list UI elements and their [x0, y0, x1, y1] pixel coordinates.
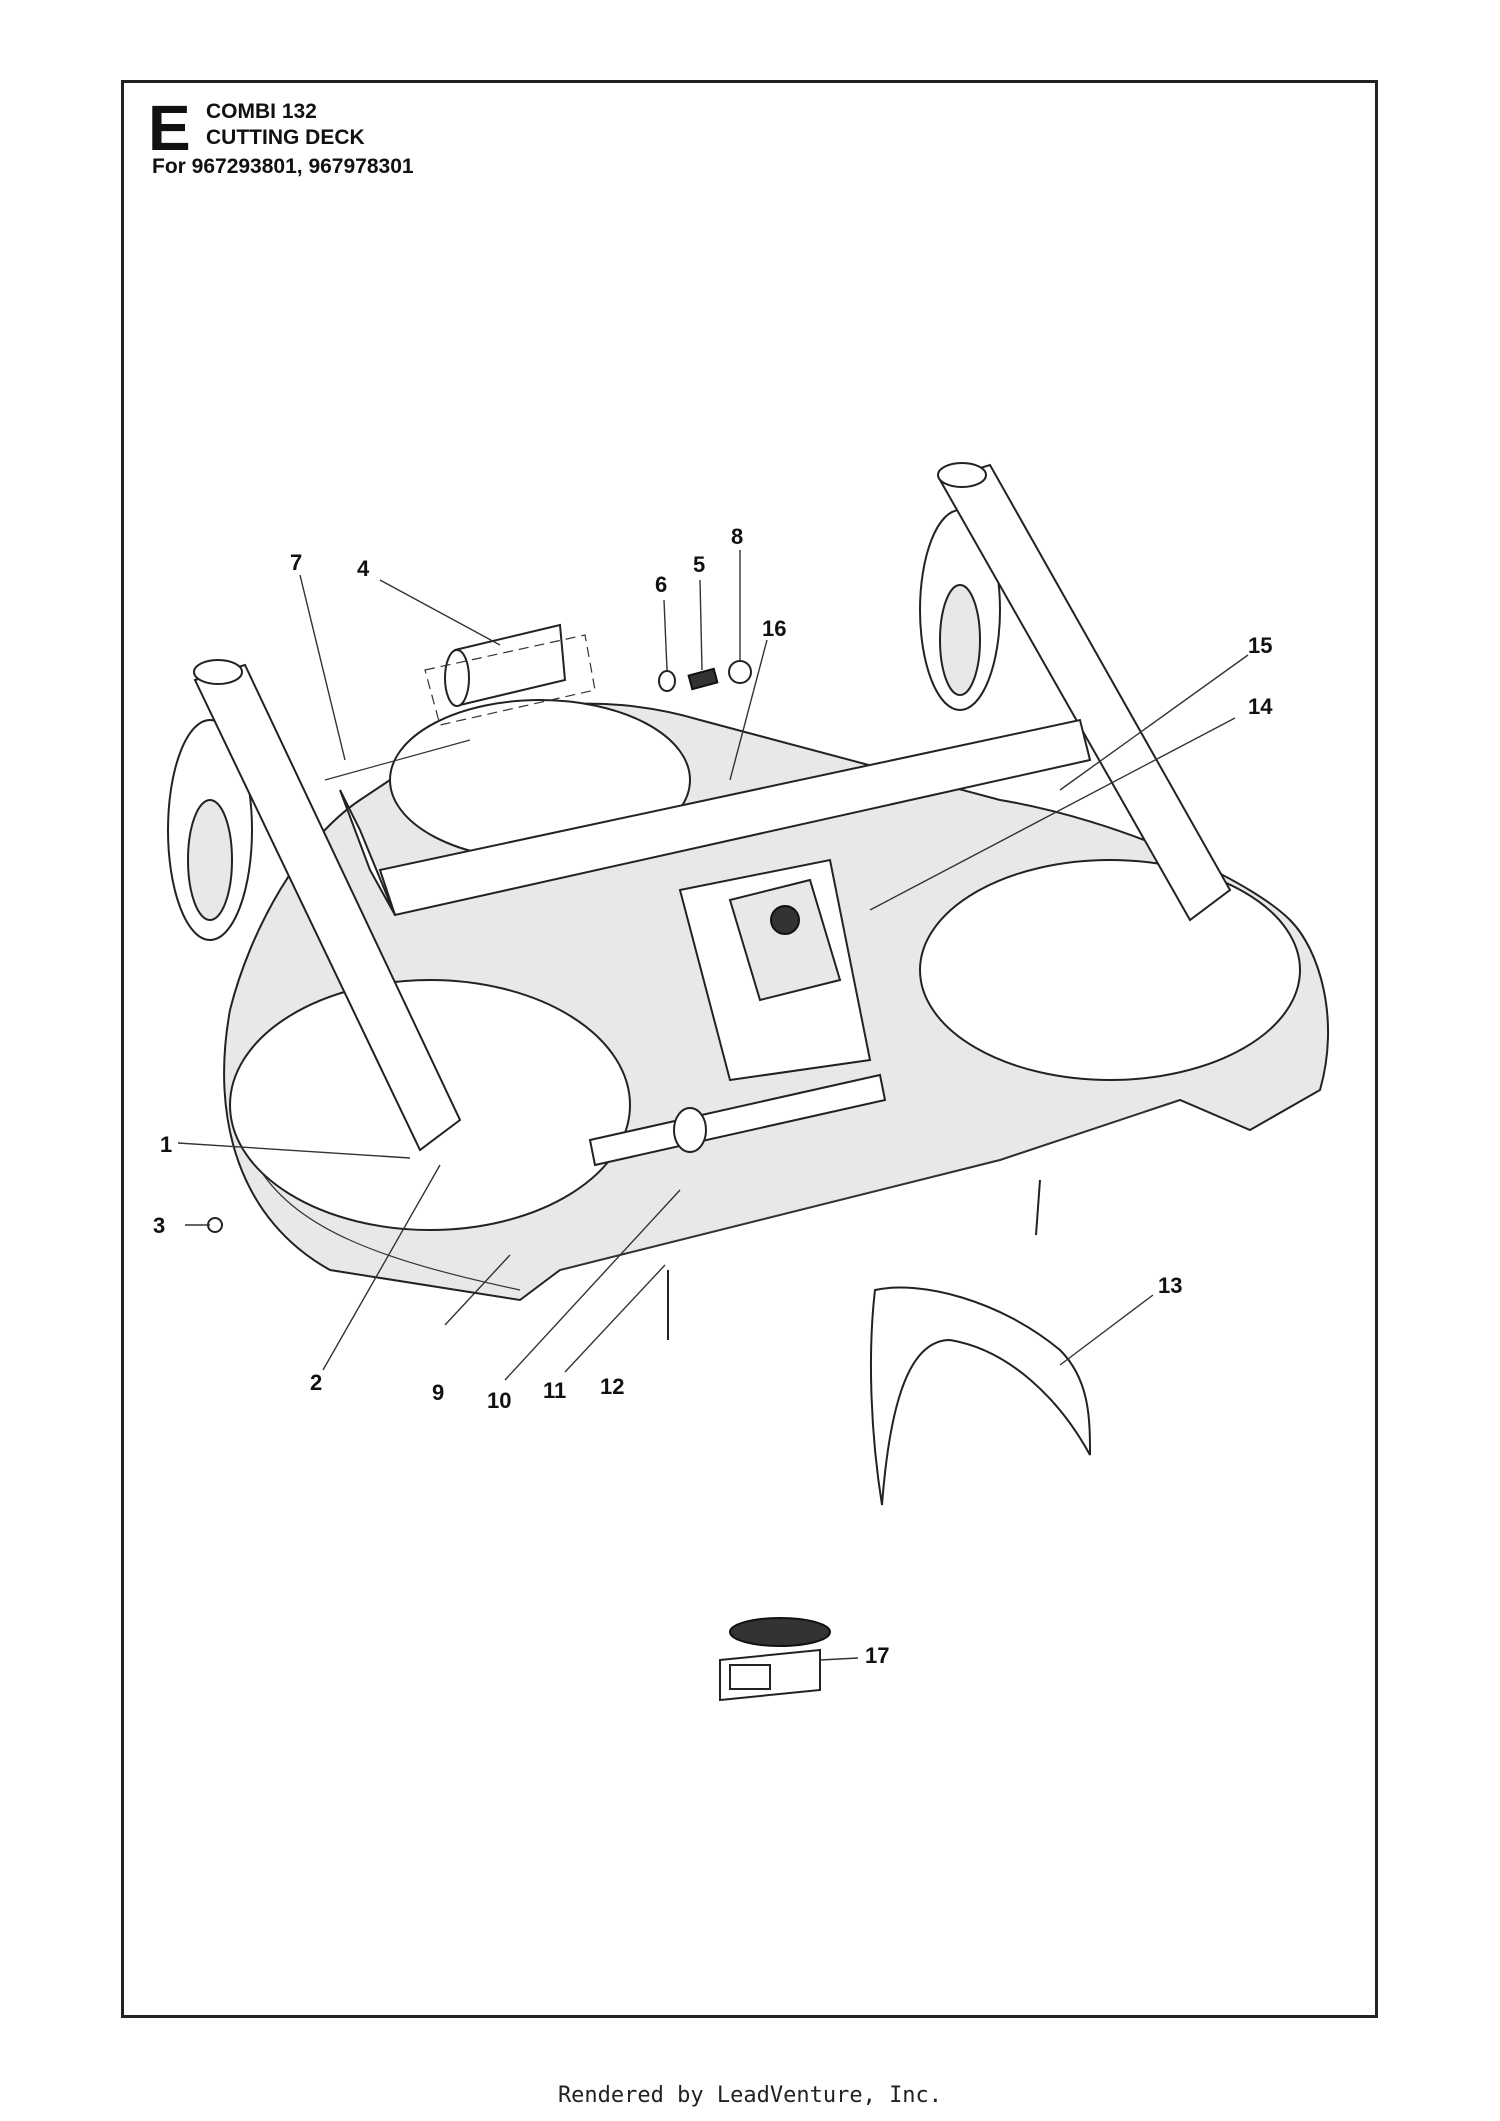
washer-part	[658, 670, 676, 692]
front-roller	[588, 1073, 887, 1167]
left-wheel-arm	[167, 659, 462, 1152]
callout-7: 7	[290, 550, 302, 575]
callout-9: 9	[432, 1380, 444, 1405]
callout-15: 15	[1248, 633, 1272, 658]
cross-beam	[339, 718, 1092, 917]
callout-16: 16	[762, 616, 786, 641]
serial-numbers: For 967293801, 967978301	[152, 155, 414, 178]
callout-11: 11	[543, 1378, 566, 1403]
callout-2: 2	[310, 1370, 322, 1395]
callout-12: 12	[600, 1374, 624, 1399]
deflector-part	[869, 1286, 1091, 1506]
strap-part	[719, 1617, 831, 1702]
footer-credit: Rendered by LeadVenture, Inc.	[557, 2083, 943, 2108]
callout-labels: 1 2 3 4 5 6 7 8 9 10 11 12 13 14 15 16 1…	[153, 524, 1273, 1668]
pin-part	[1035, 1179, 1041, 1236]
nut-part	[207, 1217, 223, 1233]
model-title: COMBI 132	[206, 100, 317, 123]
leader-lines	[177, 550, 1249, 1661]
callout-4: 4	[357, 556, 370, 581]
gearbox	[678, 858, 872, 1082]
callout-1: 1	[160, 1132, 172, 1157]
section-letter: E	[148, 92, 191, 164]
bolt-part	[324, 739, 471, 781]
callout-6: 6	[655, 572, 667, 597]
callout-14: 14	[1248, 694, 1273, 719]
pad-part	[424, 623, 596, 726]
callout-13: 13	[1158, 1273, 1182, 1298]
callout-8: 8	[731, 524, 743, 549]
callout-3: 3	[153, 1213, 165, 1238]
spring-part	[687, 667, 719, 691]
nut-part	[728, 660, 752, 684]
diagram-frame	[121, 80, 1378, 2018]
callout-5: 5	[693, 552, 705, 577]
right-wheel-arm	[919, 462, 1232, 922]
section-title: CUTTING DECK	[206, 126, 365, 149]
callout-10: 10	[487, 1388, 511, 1413]
callout-17: 17	[865, 1643, 889, 1668]
